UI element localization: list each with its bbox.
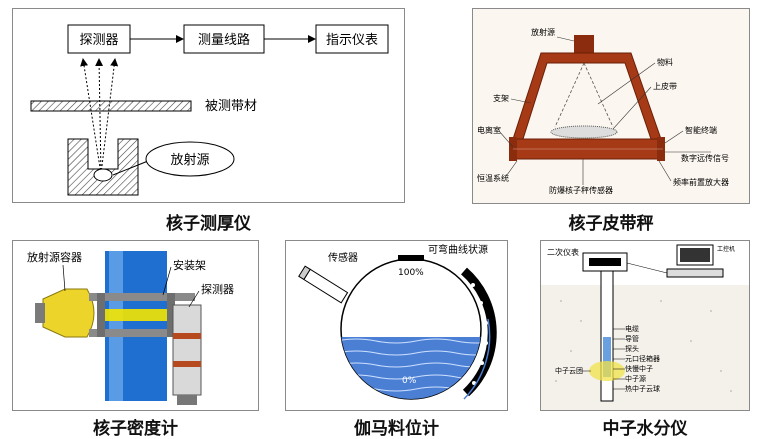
gamma-sensor-label: 传感器 — [328, 251, 358, 264]
material-strip — [30, 100, 192, 112]
detector-box — [67, 24, 131, 54]
neutron-counter-label: 元口径箱器 — [625, 354, 660, 363]
neutron-fast-slow-label: 快慢中子 — [625, 364, 653, 373]
density-container-label: 放射源容器 — [27, 250, 82, 264]
neutron-tube — [600, 270, 614, 402]
source-pellet — [93, 168, 113, 182]
belt-frame-label: 支架 — [493, 93, 509, 103]
source-housing — [67, 138, 139, 196]
source-callout — [145, 141, 235, 177]
material-label: 被测带材 — [205, 99, 257, 114]
gamma-sensor — [298, 265, 349, 304]
thickness-gauge-caption: 核子测厚仪 — [166, 214, 251, 234]
density-detector — [172, 304, 202, 396]
source-label: 放射源 — [170, 152, 209, 168]
neutron-cloud-label: 中子云团 — [555, 366, 583, 375]
belt-sensor-label: 防爆核子秤传感器 — [549, 185, 613, 195]
neutron-computer-label: 工控机 — [717, 245, 735, 253]
indicator-box — [315, 24, 389, 54]
neutron-tube-label: 导管 — [625, 334, 639, 343]
density-bracket-label: 安装架 — [173, 258, 206, 272]
belt-material — [550, 125, 618, 139]
density-detector-label: 探测器 — [201, 283, 234, 296]
detector-label: 探测器 — [79, 33, 118, 48]
belt-signal-label: 数字远传信号 — [681, 153, 729, 163]
gamma-level-panel: 传感器 可弯曲线状源 100% 0% — [285, 240, 508, 411]
gamma-level-caption: 伽马料位计 — [354, 419, 439, 439]
gamma-liquid — [341, 337, 481, 399]
neutron-source-label: 中子源 — [625, 374, 646, 383]
belt-ion-chamber-label: 电离室 — [477, 125, 501, 135]
neutron-soil — [541, 285, 749, 410]
belt-preamp-label: 频率前置放大器 — [673, 177, 729, 187]
gamma-source-label: 可弯曲线状源 — [428, 243, 488, 256]
neutron-secondary-label: 二次仪表 — [547, 247, 579, 257]
neutron-probe-label: 探头 — [625, 344, 639, 353]
neutron-thermal-label: 热中子云球 — [625, 384, 660, 393]
density-source-container — [42, 288, 95, 338]
belt-smart-terminal-label: 智能终端 — [685, 125, 717, 135]
belt-scale-caption: 核子皮带秤 — [568, 214, 654, 234]
belt-source-label: 放射源 — [531, 27, 555, 37]
neutron-probe — [603, 337, 611, 377]
neutron-moisture-panel: 二次仪表 工控机 电缆 导管 探头 元口径箱器 中子云团 快慢中子 中子源 热中… — [540, 240, 750, 411]
density-bracket — [89, 293, 195, 301]
gamma-bottom-percent: 0% — [402, 376, 417, 386]
circuit-label: 测量线路 — [198, 32, 250, 48]
density-meter-caption: 核子密度计 — [93, 419, 178, 439]
neutron-cable-label: 电缆 — [625, 324, 639, 333]
gamma-top-percent: 100% — [398, 268, 424, 278]
circuit-box — [183, 24, 265, 54]
density-meter-panel: 放射源容器 安装架 探测器 — [12, 240, 259, 411]
gamma-flexible-source — [461, 267, 497, 397]
thickness-gauge-panel: 探测器 测量线路 指示仪表 被测带材 放射源 — [12, 8, 405, 203]
belt-scale-panel: 放射源 支架 物料 上皮带 电离室 智能终端 数字远传信号 恒温系统 防爆核子秤… — [472, 8, 750, 204]
belt-temp-system-label: 恒温系统 — [477, 173, 509, 183]
indicator-label: 指示仪表 — [326, 33, 378, 48]
neutron-cloud — [589, 361, 625, 381]
belt-belt-label: 上皮带 — [653, 81, 677, 91]
belt-material-label: 物料 — [657, 57, 673, 67]
neutron-moisture-caption: 中子水分仪 — [602, 419, 688, 439]
belt-source-box — [574, 35, 594, 53]
